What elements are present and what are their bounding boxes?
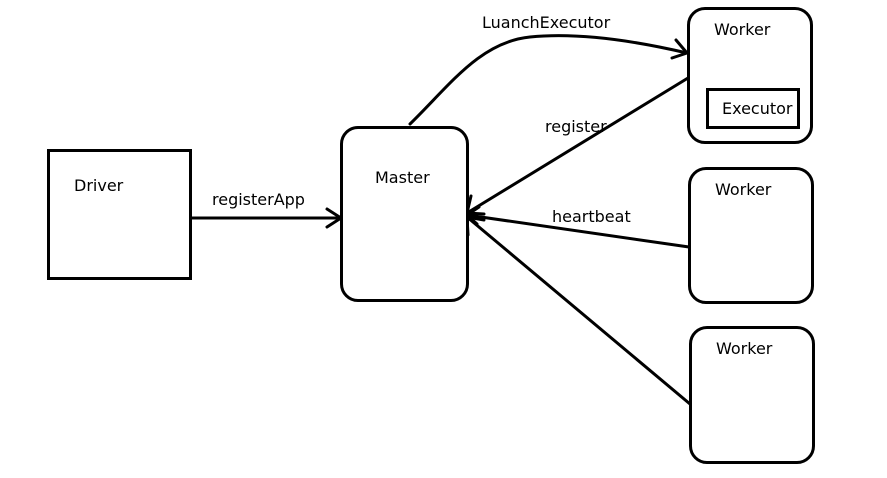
driver-label: Driver <box>74 176 124 195</box>
worker-3-label: Worker <box>716 339 773 358</box>
edge-register-app <box>188 207 343 229</box>
worker-node-3 <box>689 326 815 464</box>
edge-launch-executor <box>408 34 689 126</box>
launch-executor-label: LuanchExecutor <box>482 13 611 32</box>
driver-node <box>47 149 192 280</box>
worker-1-label: Worker <box>714 20 771 39</box>
register-app-label: registerApp <box>212 190 305 209</box>
register-label: register <box>545 117 607 136</box>
executor-node <box>706 88 800 129</box>
heartbeat-label: heartbeat <box>552 207 631 226</box>
edge-worker-3 <box>465 215 692 406</box>
edge-register <box>465 76 690 216</box>
master-label: Master <box>375 168 430 187</box>
executor-label: Executor <box>722 99 793 118</box>
worker-node-2 <box>688 167 814 304</box>
master-node <box>340 126 469 302</box>
worker-2-label: Worker <box>715 180 772 199</box>
